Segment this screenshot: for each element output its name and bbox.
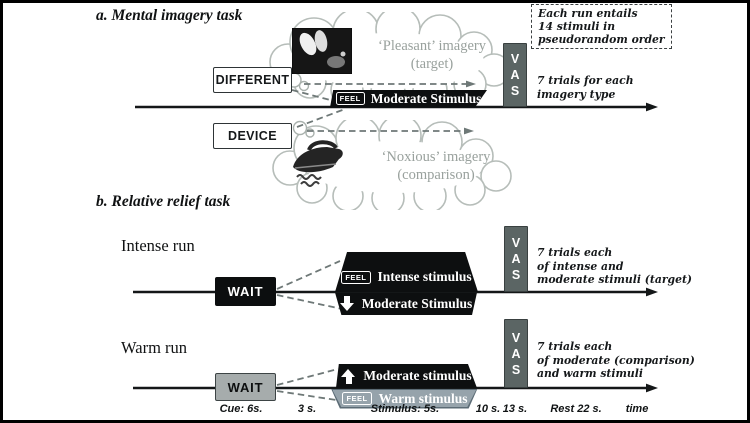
trials-note-line: of moderate (comparison) [537, 353, 695, 367]
run-note-line: 14 stimuli in [538, 19, 616, 33]
wait-label: WAIT [227, 379, 264, 395]
vas-letter: S [511, 268, 521, 282]
intense-run-label: Intense run [121, 236, 195, 255]
timeline-arrowhead [646, 102, 658, 112]
trials-note-line: of intense and [537, 259, 624, 273]
up-arrow-icon [341, 369, 356, 384]
warm-stimulus-banner: FEEL Warm stimulus [331, 388, 478, 409]
noxious-cloud-line2: (comparison) [397, 167, 475, 183]
moderate-stimulus-label-intense: Moderate Stimulus [361, 295, 473, 311]
thought-bubble-trail [292, 120, 315, 138]
trials-note-line: imagery type [537, 87, 616, 101]
feel-badge-icon: FEEL [342, 392, 372, 405]
dashed-arrowhead [464, 127, 474, 135]
moderate-stimulus-banner-intense: Moderate Stimulus [335, 292, 477, 315]
warm-run-label: Warm run [121, 338, 188, 357]
section-a-title: a. Mental imagery task [96, 7, 243, 24]
pleasant-cloud-line1: ‘Pleasant’ imagery [377, 38, 487, 54]
different-cue-box: DIFFERENT [213, 67, 292, 93]
vas-letter: A [511, 252, 521, 266]
trials-note-line: 7 trials each [537, 340, 613, 353]
run-note-line: pseudorandom order [538, 32, 665, 46]
section-b-title: b. Relative relief task [96, 193, 231, 210]
different-cue-label: DIFFERENT [215, 73, 290, 87]
axis-label-stimulus: Stimulus: 5s. [370, 403, 440, 415]
feel-badge-icon: FEEL [341, 270, 371, 284]
noxious-cloud-line1: ‘Noxious’ imagery [381, 149, 491, 165]
dashed-arrowhead [466, 80, 476, 88]
down-arrow-icon [339, 296, 355, 311]
moderate-stimulus-label-a: Moderate Stimulus [370, 90, 482, 106]
trials-note-intense: 7 trials each of intense and moderate st… [537, 246, 692, 287]
wait-label: WAIT [227, 284, 264, 299]
device-cue-label: DEVICE [228, 129, 277, 143]
axis-label-time: time [625, 403, 649, 415]
trials-note-line: and warm stimuli [537, 367, 643, 380]
vas-letter: S [511, 362, 521, 377]
vas-scale-bar-warm: V A S [504, 319, 528, 388]
feel-badge-icon: FEEL [335, 92, 365, 106]
vas-scale-bar-intense: V A S [504, 226, 528, 292]
intense-stimulus-label: Intense stimulus [377, 269, 472, 284]
trials-note-line: 7 trials for each [537, 74, 634, 87]
timeline-arrowhead [646, 383, 658, 393]
wait-box-warm: WAIT [215, 373, 276, 401]
vas-letter: A [511, 346, 521, 361]
moderate-stimulus-label-warm: Moderate stimulus [363, 368, 472, 383]
steam-iron-drawing-icon [293, 140, 343, 187]
timeline-arrowhead [646, 287, 658, 297]
moderate-stimulus-banner-warm: Moderate stimulus [336, 364, 477, 388]
vas-letter: V [511, 330, 521, 345]
moderate-stimulus-banner-a: FEEL Moderate Stimulus [330, 90, 487, 108]
warm-stimulus-label: Warm stimulus [378, 390, 468, 406]
axis-label-rest: Rest 22 s. [550, 403, 602, 415]
axis-label-cue: Cue: 6s. [219, 403, 263, 415]
run-note-box: Each run entails 14 stimuli in pseudoran… [531, 4, 672, 50]
pleasant-cloud-text: ‘Pleasant’ imagery (target) [352, 37, 512, 73]
trials-note-line: 7 trials each [537, 246, 613, 259]
trials-note-warm: 7 trials each of moderate (comparison) a… [537, 340, 695, 381]
trials-note-line: moderate stimuli (target) [537, 273, 693, 286]
noxious-cloud-text: ‘Noxious’ imagery (comparison) [356, 148, 516, 184]
run-note-line: Each run entails [538, 7, 638, 20]
intense-stimulus-banner: FEEL Intense stimulus [335, 252, 478, 292]
warm-stimulus-banner-fill: FEEL Warm stimulus [332, 390, 477, 407]
vas-letter: V [511, 236, 521, 250]
vas-letter: V [510, 52, 520, 66]
pleasant-touch-photo [292, 28, 352, 74]
pleasant-cloud-line2: (target) [410, 56, 454, 72]
wait-box-intense: WAIT [215, 277, 276, 306]
device-cue-box: DEVICE [213, 123, 292, 149]
vas-letter: A [510, 68, 520, 82]
trials-note-a: 7 trials for each imagery type [537, 74, 634, 101]
axis-label-10s: 10 s. [475, 403, 501, 415]
axis-label-13s: 13 s. [502, 403, 528, 415]
vas-letter: S [510, 84, 520, 98]
axis-label-3s: 3 s. [297, 403, 317, 415]
